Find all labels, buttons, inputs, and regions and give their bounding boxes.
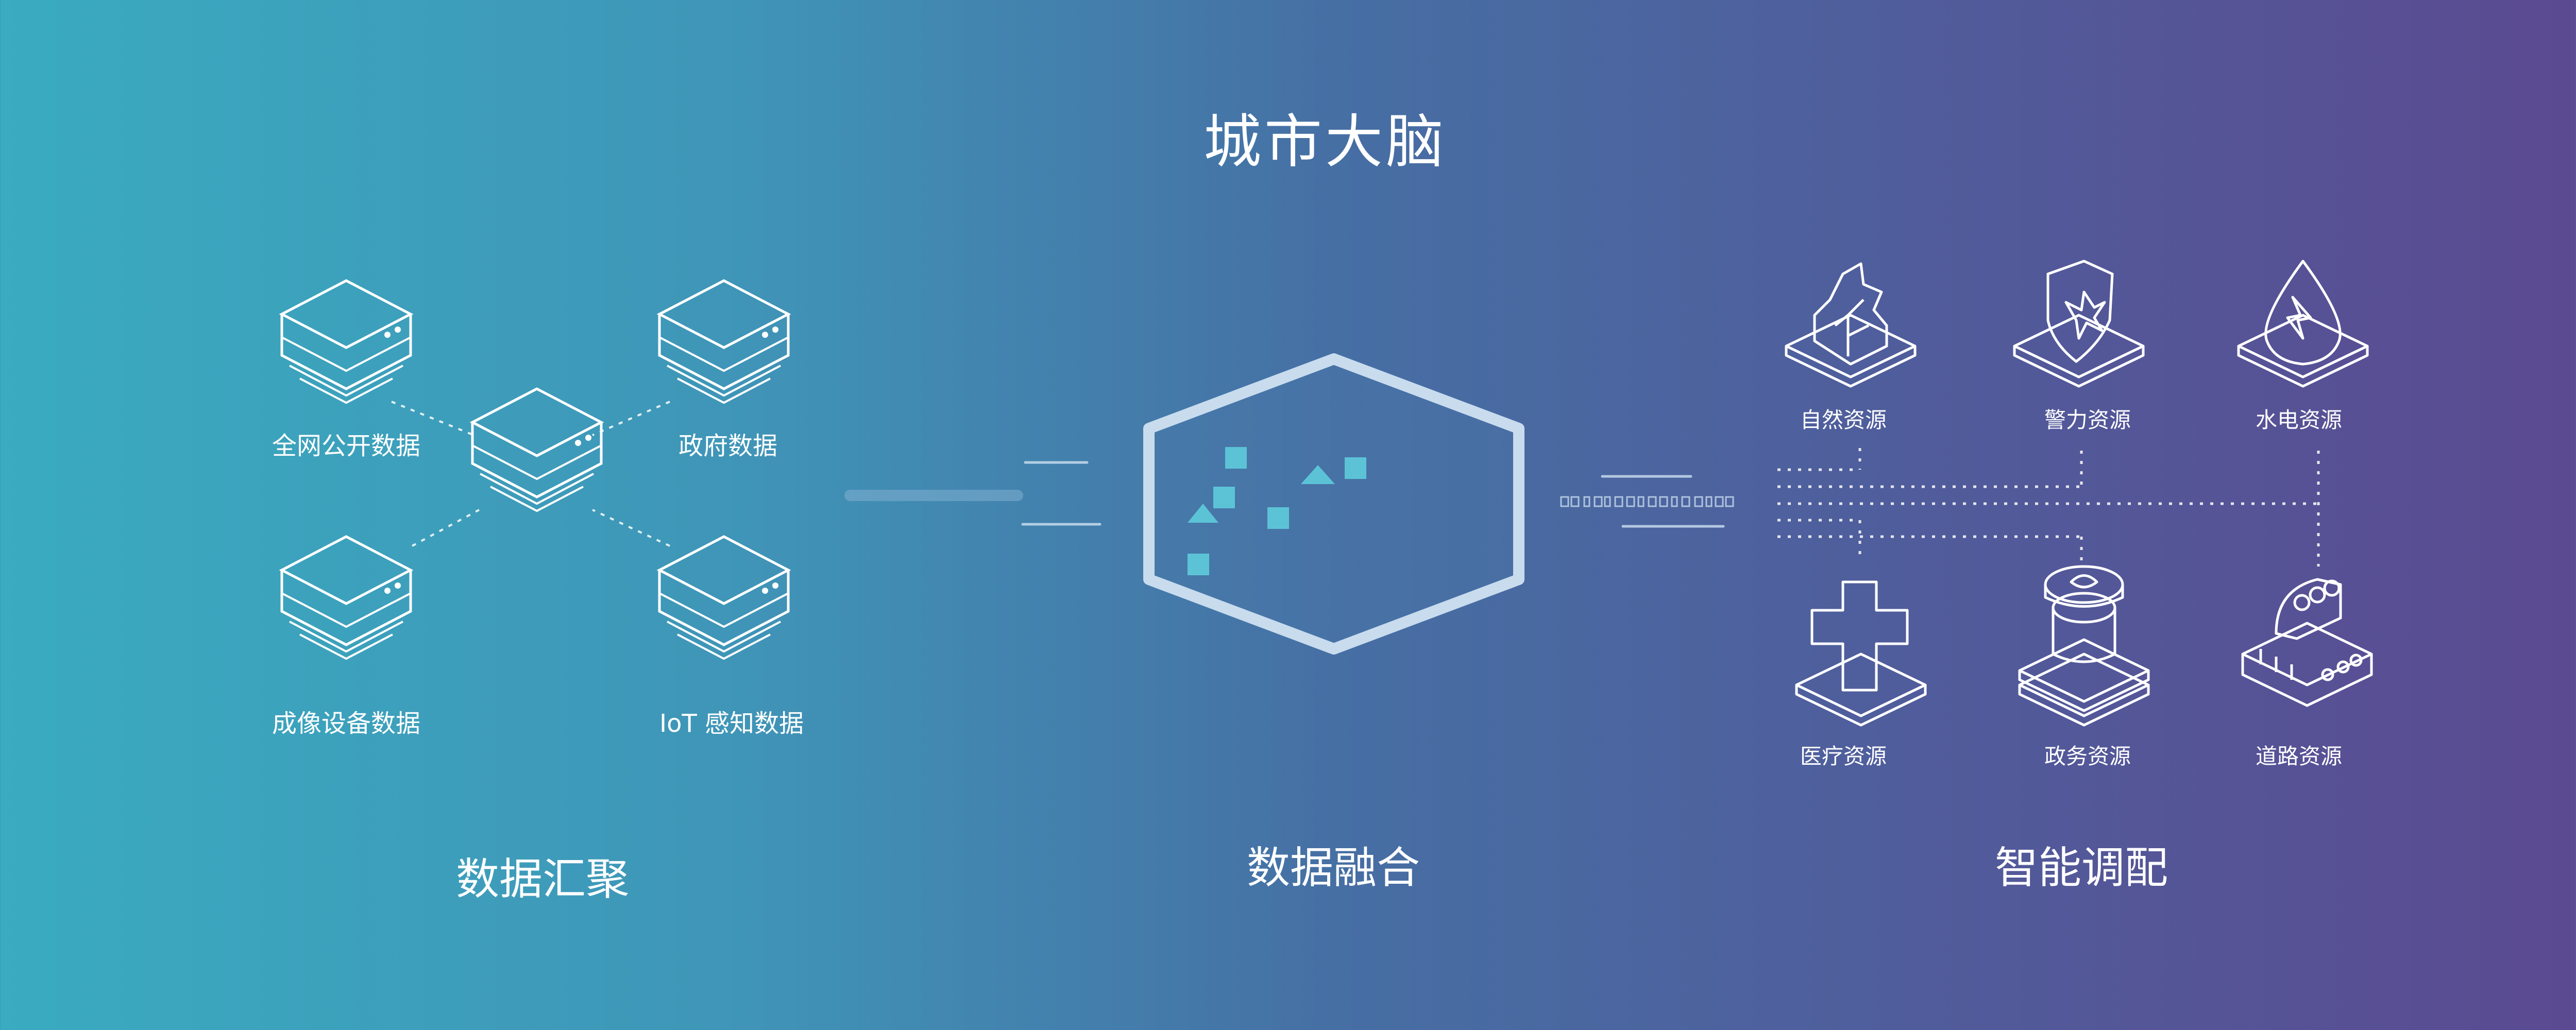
water-power-icon: [2239, 260, 2367, 386]
aggregation-connectors: [391, 401, 670, 547]
resource-label-natural: 自然资源: [1800, 407, 1887, 433]
source-icon-imaging: [282, 537, 411, 659]
dispatch-connectors: [1777, 448, 2320, 566]
fusion-hexagon-icon: [1143, 353, 1524, 655]
resource-label-police: 警力资源: [2044, 407, 2131, 433]
hub-icon: [472, 389, 601, 511]
medical-cross-icon: [1797, 580, 1925, 725]
government-seal-icon: [2020, 565, 2148, 725]
source-label-iot: IoT 感知数据: [659, 709, 804, 738]
source-label-imaging: 成像设备数据: [272, 709, 421, 738]
source-icon-public: [282, 281, 411, 403]
source-icon-government: [659, 281, 788, 403]
source-label-government: 政府数据: [678, 432, 778, 460]
section-title-fusion: 数据融合: [1246, 843, 1420, 893]
resource-label-road: 道路资源: [2255, 744, 2343, 769]
flow-lines-right: [1601, 475, 1725, 528]
binary-stream-icon: [1560, 496, 1734, 507]
tree-icon: [1786, 262, 1915, 386]
section-title-aggregation: 数据汇聚: [455, 854, 630, 904]
resource-label-medical: 医疗资源: [1800, 744, 1887, 769]
source-label-public: 全网公开数据: [272, 432, 421, 460]
section-title-dispatch: 智能调配: [1994, 843, 2168, 893]
page-title: 城市大脑: [1204, 109, 1447, 176]
source-icon-iot: [659, 537, 788, 659]
flow-lines-left: [844, 461, 1101, 526]
road-icon: [2241, 578, 2373, 707]
police-badge-icon: [2014, 260, 2143, 386]
resource-label-water-power: 水电资源: [2255, 407, 2343, 433]
resource-label-government: 政务资源: [2044, 744, 2131, 769]
